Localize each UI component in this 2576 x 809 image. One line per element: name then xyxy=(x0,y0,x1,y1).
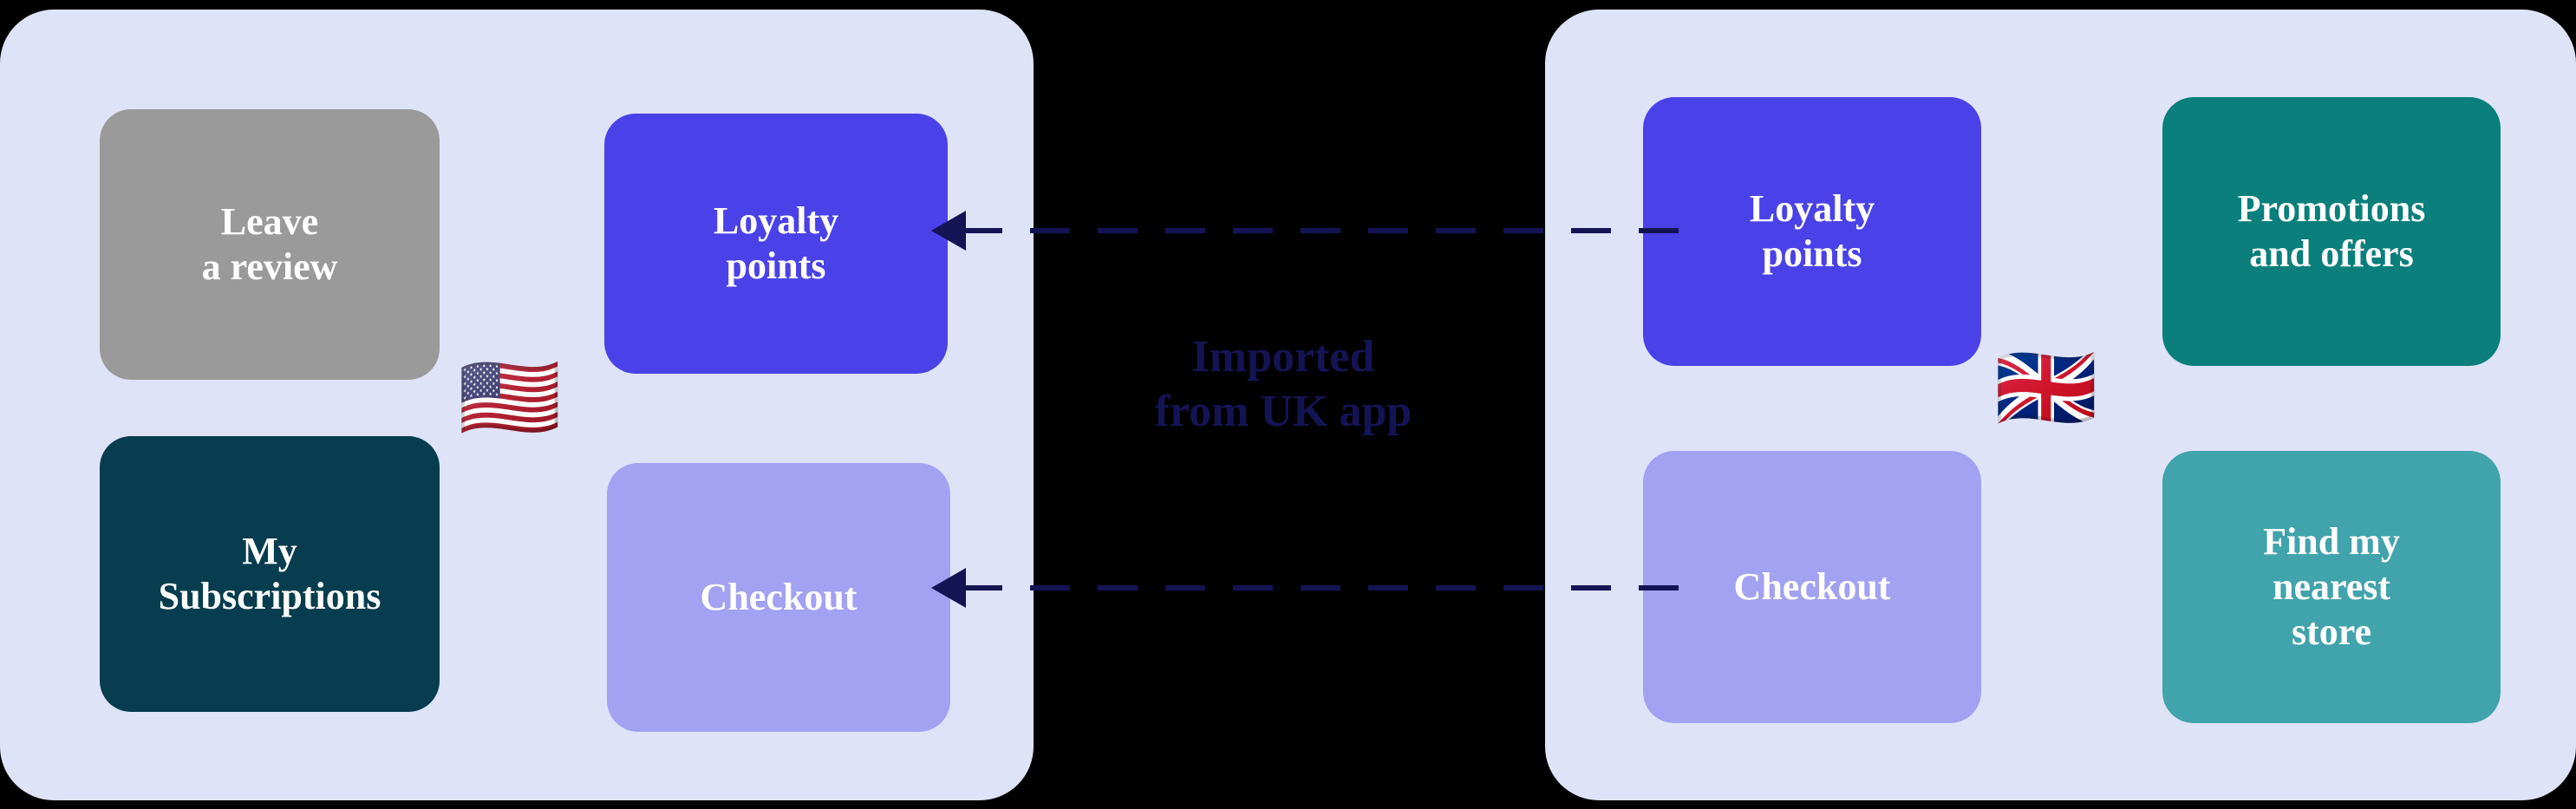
tile-label: Loyalty points xyxy=(1750,186,1875,277)
import-label-line-2: from UK app xyxy=(1154,387,1412,437)
tile-label-line-1: Loyalty xyxy=(1749,187,1875,231)
loyalty-import-arrow xyxy=(931,211,1682,251)
tile-us-loyalty-points[interactable]: Loyalty points xyxy=(604,114,948,374)
tile-label-line-3: store xyxy=(2291,610,2372,653)
dashed-line xyxy=(962,585,1682,590)
arrow-head-icon xyxy=(931,568,966,608)
checkout-import-arrow xyxy=(931,568,1682,608)
us-app-panel: Leave a review Loyalty points My Subscri… xyxy=(0,10,1034,800)
tile-find-my-nearest-store[interactable]: Find my nearest store xyxy=(2162,451,2501,723)
tile-label-line-2: points xyxy=(1762,232,1862,275)
tile-label: Find my nearest store xyxy=(2263,519,2400,655)
tile-label: Checkout xyxy=(1733,565,1891,609)
tile-label-line-2: nearest xyxy=(2272,565,2391,609)
imported-from-uk-app-label: Imported from UK app xyxy=(1066,329,1500,440)
tile-my-subscriptions[interactable]: My Subscriptions xyxy=(100,436,440,712)
tile-label: Loyalty points xyxy=(714,199,838,289)
united-states-flag-icon: 🇺🇸 xyxy=(458,351,562,444)
tile-uk-loyalty-points[interactable]: Loyalty points xyxy=(1643,97,1981,366)
import-label-line-1: Imported xyxy=(1191,332,1375,382)
tile-label-line-1: My xyxy=(242,530,297,573)
tile-label: Leave a review xyxy=(202,199,338,290)
tile-uk-checkout[interactable]: Checkout xyxy=(1643,451,1981,723)
tile-label-line-2: Subscriptions xyxy=(158,575,382,617)
tile-us-checkout[interactable]: Checkout xyxy=(607,463,950,732)
tile-label-line-1: Find my xyxy=(2263,520,2400,564)
tile-label-line-2: and offers xyxy=(2249,232,2414,275)
tile-label: Checkout xyxy=(700,576,858,619)
tile-leave-a-review[interactable]: Leave a review xyxy=(100,109,440,380)
tile-label: Promotions and offers xyxy=(2238,186,2426,277)
tile-label-line-2: points xyxy=(726,245,826,287)
tile-label-line-1: Leave xyxy=(220,200,319,244)
tile-label-line-1: Loyalty xyxy=(713,199,839,243)
united-kingdom-flag-icon: 🇬🇧 xyxy=(1994,342,2098,434)
tile-promotions-and-offers[interactable]: Promotions and offers xyxy=(2162,97,2501,366)
tile-label-line-2: a review xyxy=(201,245,338,288)
dashed-line xyxy=(962,228,1682,233)
arrow-head-icon xyxy=(931,211,966,251)
tile-label-line-1: Promotions xyxy=(2237,187,2426,231)
tile-label: My Subscriptions xyxy=(159,529,382,619)
